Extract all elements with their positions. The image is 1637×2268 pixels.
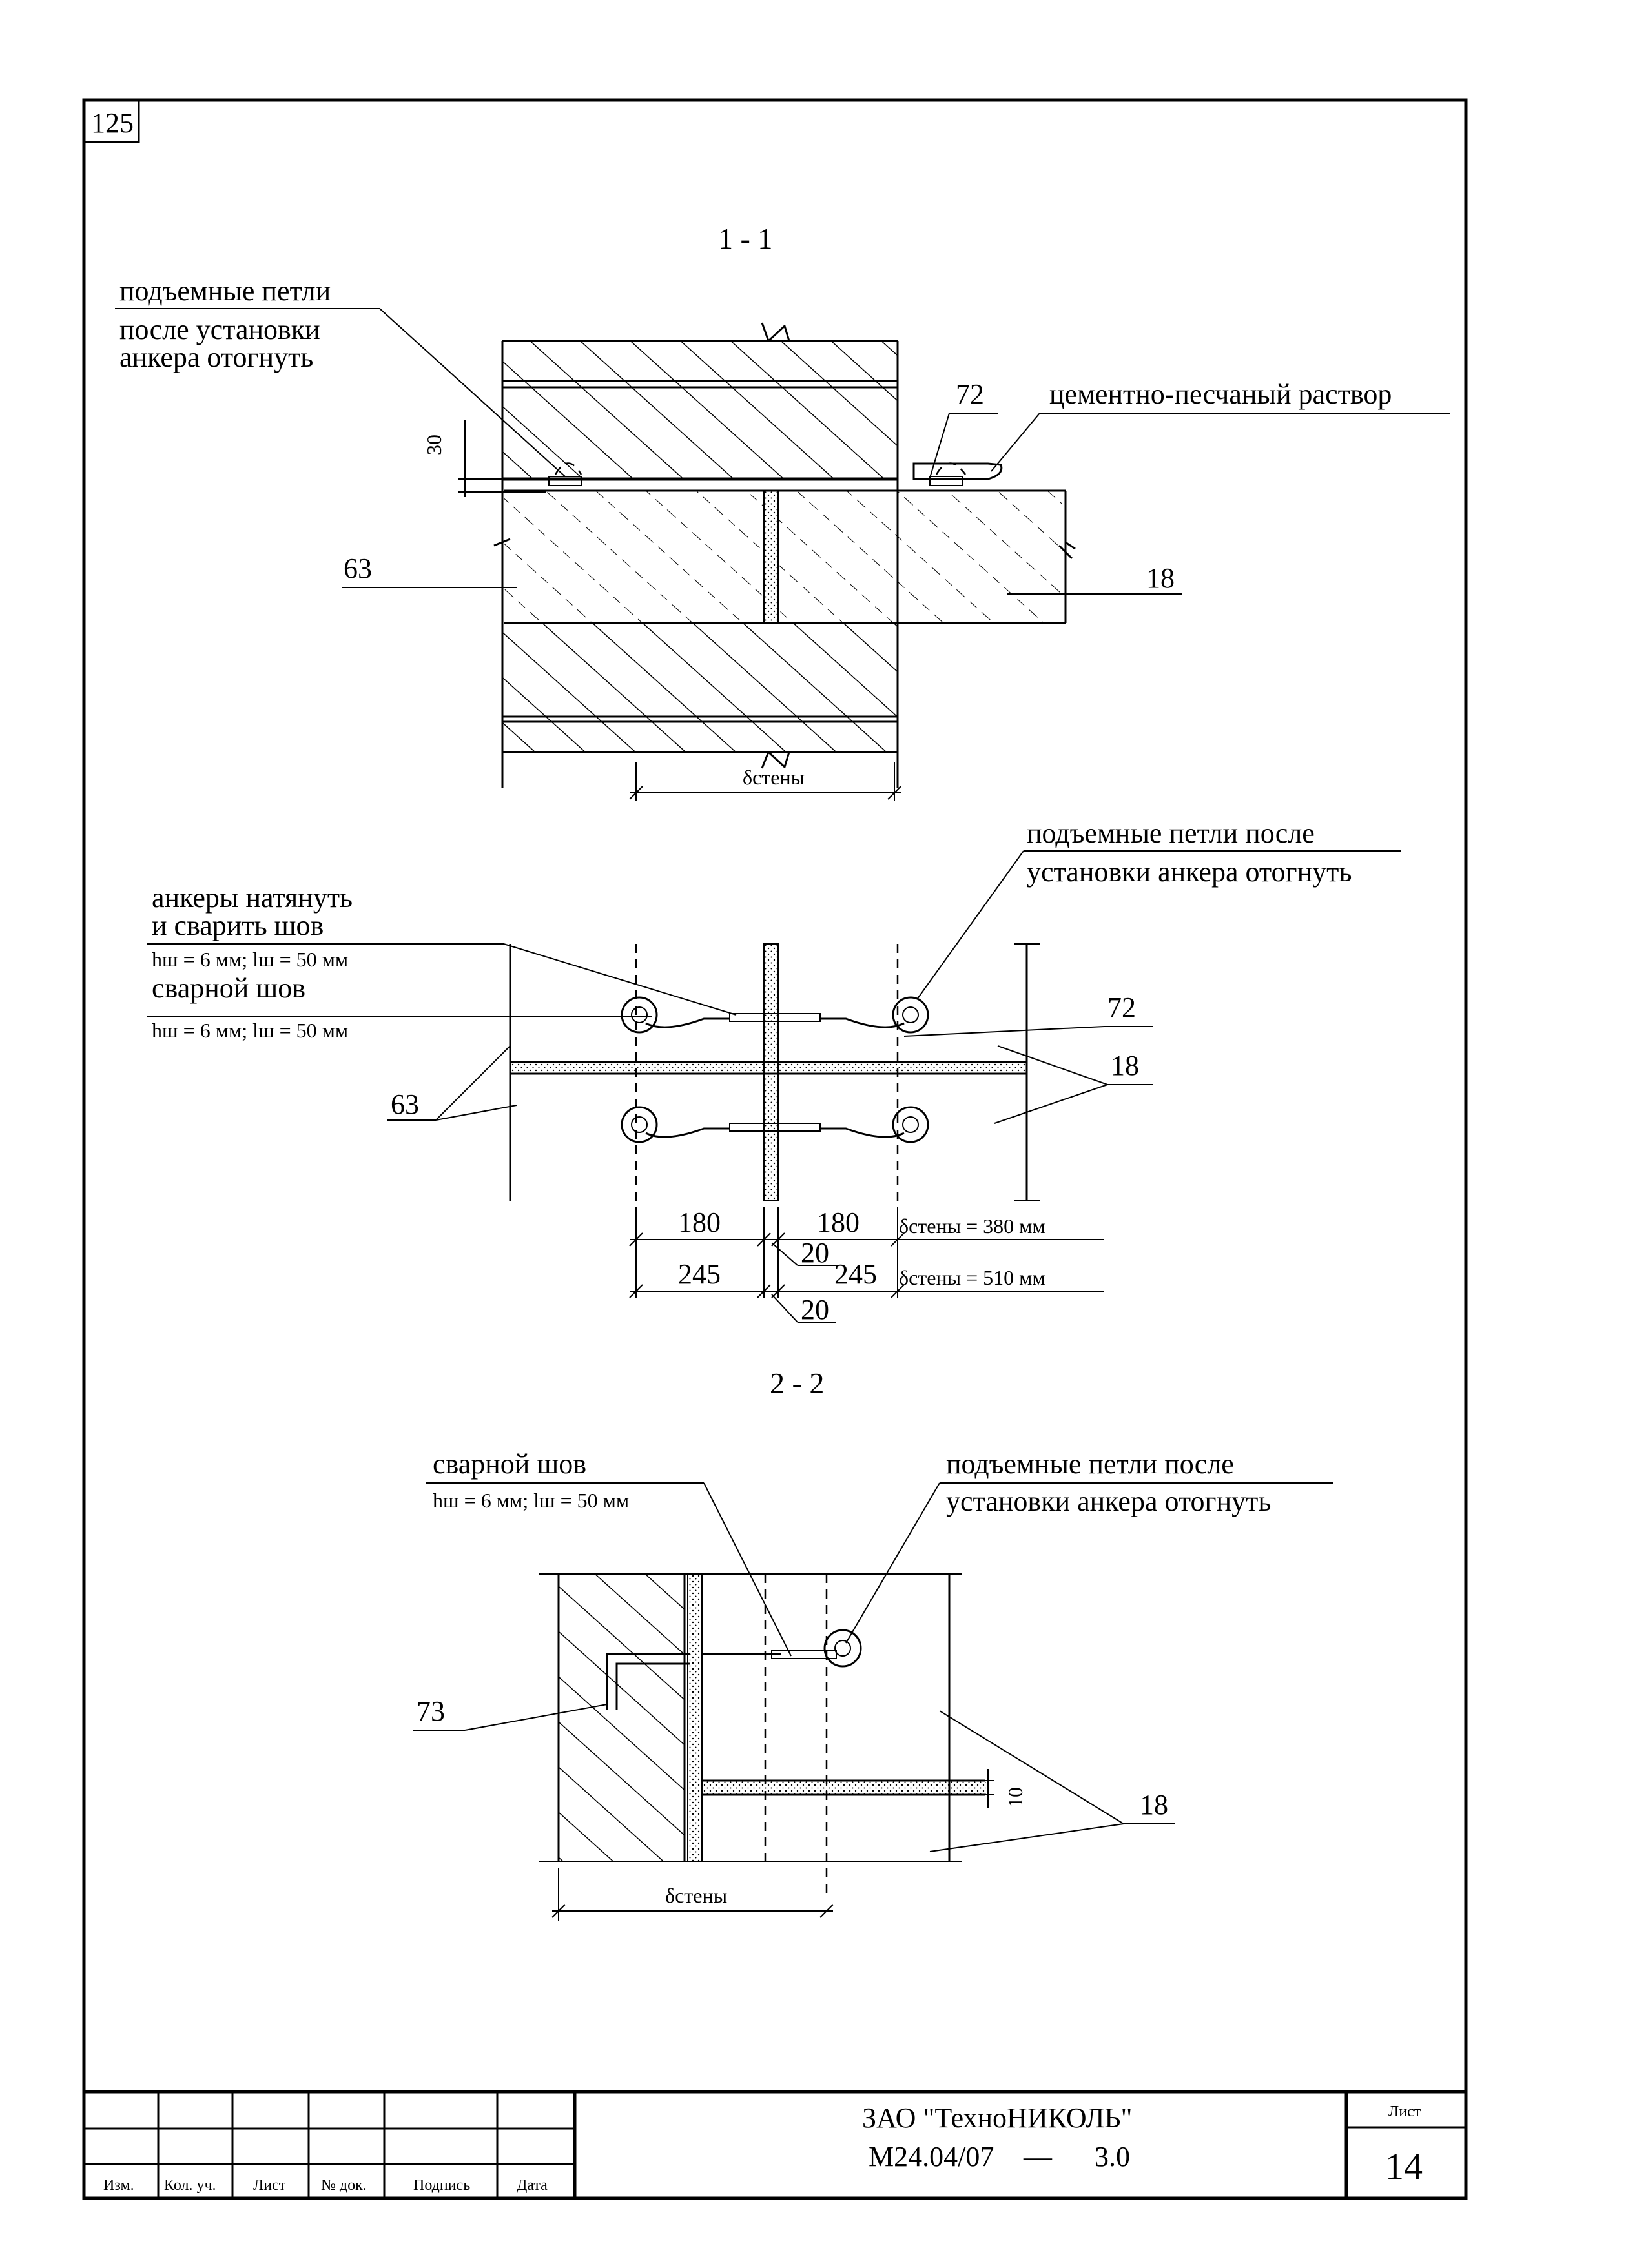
tb-col-ndok: № док.: [321, 2177, 367, 2194]
section-2-dim-10: 10: [1004, 1787, 1027, 1808]
plan-note-anchor-1: анкеры натянуть: [152, 882, 353, 914]
plan-label-63: 63: [391, 1088, 419, 1120]
dim-30: 30: [422, 434, 446, 455]
plan-weld-spec-2: hш = 6 мм; lш = 50 мм: [152, 1019, 348, 1042]
tb-doc-code: М24.04/07: [869, 2141, 994, 2172]
plan-weld-spec-1: hш = 6 мм; lш = 50 мм: [152, 948, 348, 971]
plan-note-anchor-2: и сварить шов: [152, 910, 324, 941]
plan-dim-wall-380: δстены = 380 мм: [899, 1214, 1045, 1238]
plan-dim-wall-510: δстены = 510 мм: [899, 1266, 1045, 1289]
section-1-note-loops-3: анкера отогнуть: [119, 342, 313, 373]
section-2-note-weld: сварной шов: [433, 1448, 586, 1480]
plan-label-18: 18: [1111, 1050, 1139, 1081]
tb-col-list: Лист: [253, 2177, 286, 2194]
section-2-wall-thickness: δстены: [665, 1884, 727, 1907]
tb-col-data: Дата: [517, 2177, 548, 2194]
section-1-note-mortar: цементно-песчаный раствор: [1049, 378, 1392, 410]
section-2-label-73: 73: [417, 1695, 445, 1727]
tb-col-kol: Кол. уч.: [164, 2177, 216, 2194]
section-1-label-72: 72: [956, 378, 984, 410]
plan-dim-245-left: 245: [678, 1258, 721, 1290]
tb-sheet-label: Лист: [1388, 2103, 1421, 2120]
plan-dim-180-right: 180: [817, 1207, 860, 1238]
title-block: Изм. Кол. уч. Лист № док. Подпись Дата З…: [84, 2090, 1466, 2198]
section-1-title: 1 - 1: [718, 222, 772, 255]
plan-note-loops-2: установки анкера отогнуть: [1027, 856, 1352, 888]
section-2-label-18: 18: [1140, 1789, 1168, 1821]
section-1-label-18: 18: [1146, 562, 1175, 594]
section-1-wall-thickness: δстены: [743, 766, 805, 789]
tb-sheet-number: 14: [1385, 2145, 1423, 2187]
plan-label-72: 72: [1107, 992, 1136, 1023]
section-2-note-loops-2: установки анкера отогнуть: [946, 1486, 1271, 1517]
tb-col-podpis: Подпись: [413, 2177, 470, 2194]
plan-dim-245-right: 245: [834, 1258, 877, 1290]
plan-dim-20-a: 20: [801, 1237, 829, 1269]
anchor-bottom-row: [621, 1106, 929, 1143]
section-2-2: 2 - 2 сварной шов hш = 6 мм; lш = 50 мм …: [413, 1367, 1333, 1921]
plan-dim-20-b: 20: [801, 1294, 829, 1325]
section-1-label-63: 63: [344, 553, 372, 584]
plan-view: анкеры натянуть и сварить шов hш = 6 мм;…: [147, 817, 1401, 1325]
section-2-note-loops-1: подъемные петли после: [946, 1448, 1234, 1480]
sheet-corner-number: 125: [91, 107, 134, 139]
anchor-top-row: [621, 996, 929, 1034]
section-1-note-loops-2: после установки: [119, 314, 320, 345]
tb-doc-rev: 3.0: [1095, 2141, 1130, 2172]
section-1-note-loops-1: подъемные петли: [119, 275, 331, 307]
plan-dim-180-left: 180: [678, 1207, 721, 1238]
section-2-weld-spec: hш = 6 мм; lш = 50 мм: [433, 1489, 629, 1512]
plan-note-loops-1: подъемные петли после: [1027, 817, 1315, 849]
tb-doc-dash: —: [1023, 2141, 1053, 2172]
section-1-1: 1 - 1: [115, 222, 1450, 801]
tb-col-izm: Изм.: [103, 2177, 134, 2194]
sheet-frame: 125: [82, 98, 1468, 2200]
plan-note-weld: сварной шов: [152, 972, 305, 1004]
section-2-title: 2 - 2: [770, 1367, 824, 1400]
tb-company: ЗАО "ТехноНИКОЛЬ": [862, 2102, 1133, 2134]
